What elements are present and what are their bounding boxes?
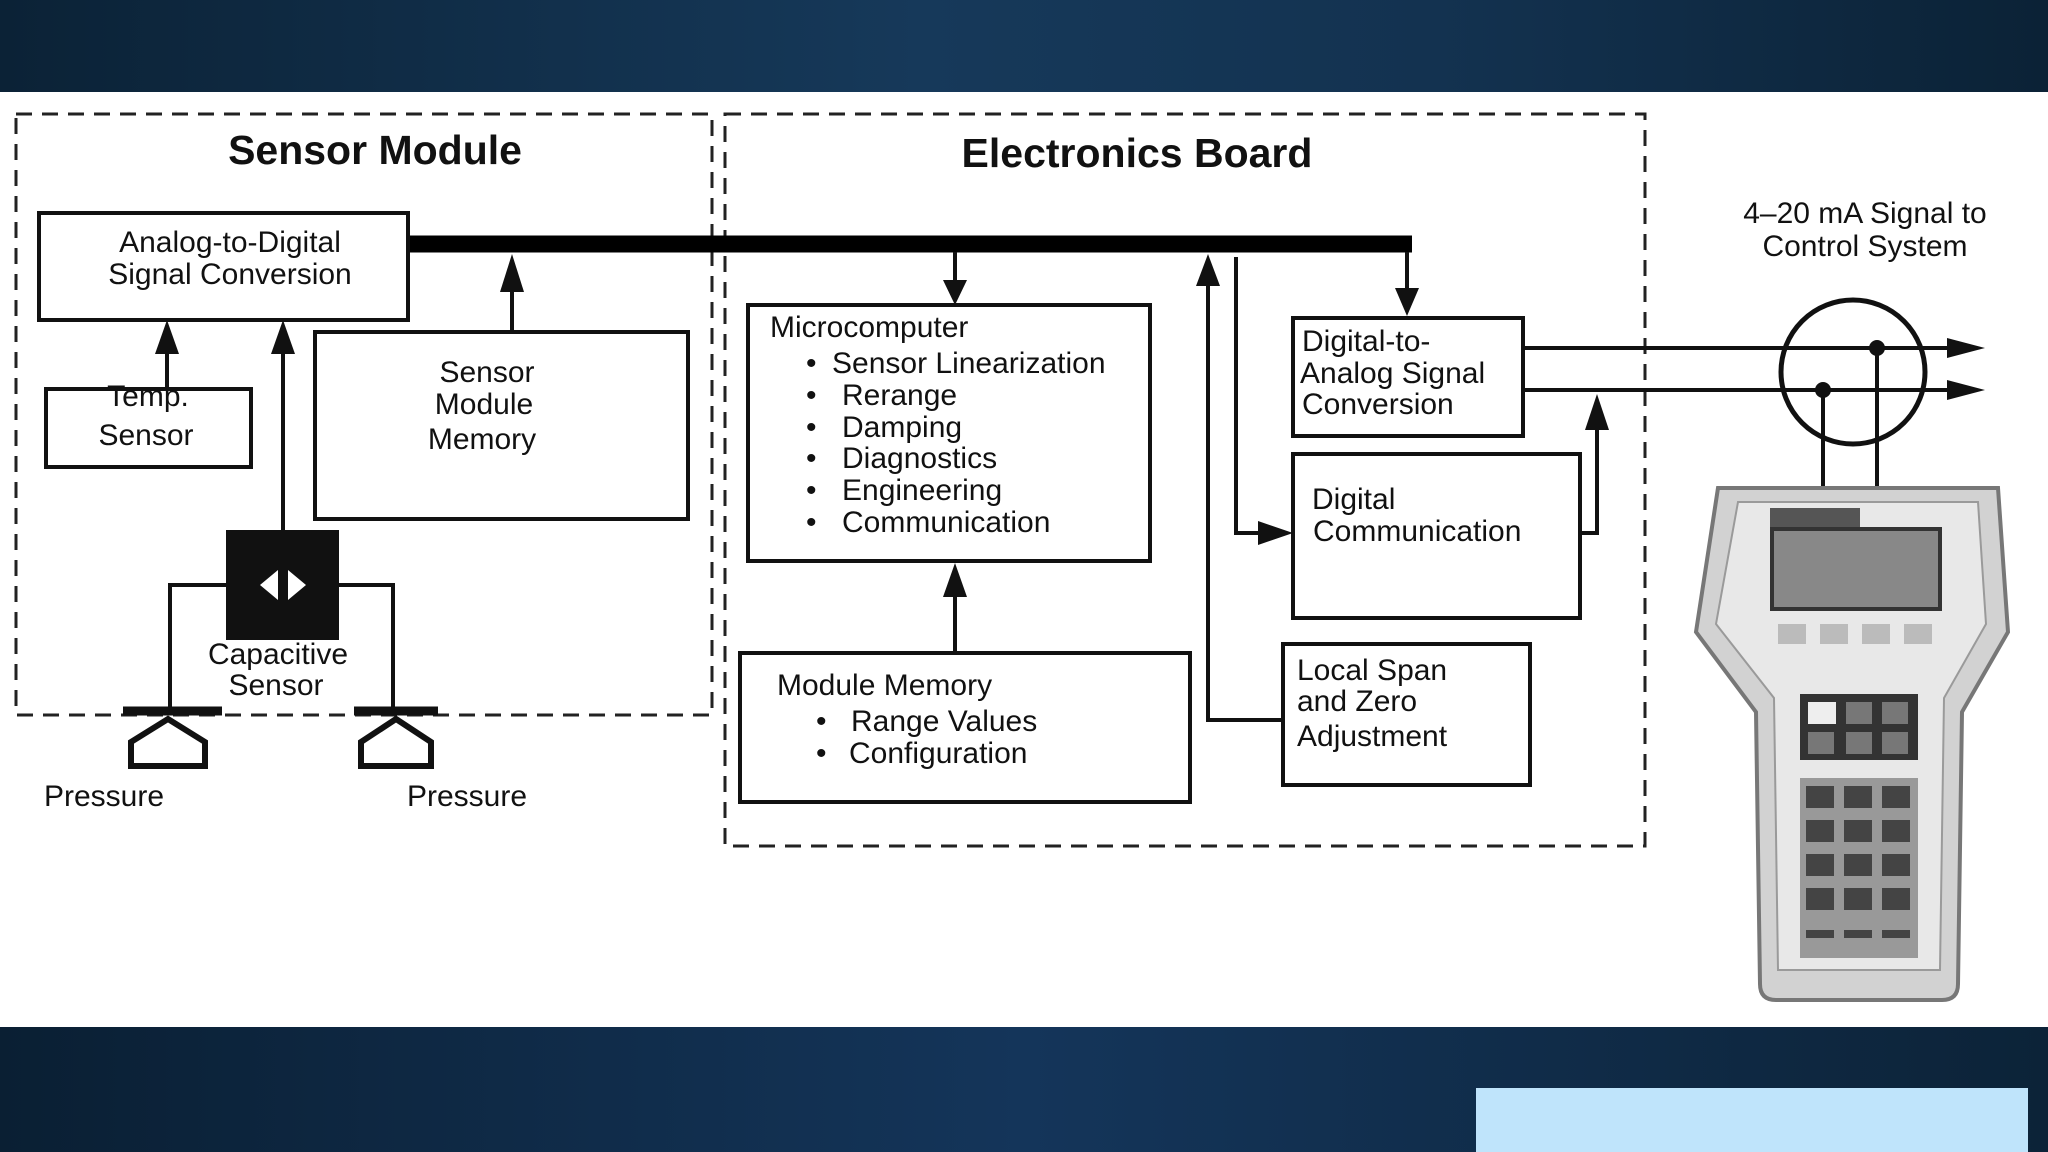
- left-diaphragm-icon: [260, 570, 278, 600]
- micro-item: Rerange: [842, 379, 957, 412]
- electronics-board-title: Electronics Board: [962, 130, 1313, 176]
- sensor-module-title: Sensor Module: [228, 127, 522, 173]
- arrow-icon: [1395, 288, 1419, 316]
- dac-label-line-1: Digital-to-: [1302, 325, 1430, 358]
- arrow-icon: [943, 280, 967, 305]
- arrow-icon: [1196, 254, 1220, 286]
- digital-comm-label-line-2: Communication: [1313, 515, 1521, 548]
- pressure-inlet-right-icon: [354, 706, 438, 769]
- dac-label-line-3: Conversion: [1302, 388, 1454, 421]
- bullet: •: [806, 347, 817, 380]
- sensor-memory-label-line-1: Sensor: [439, 356, 534, 389]
- right-diaphragm-icon: [288, 570, 306, 600]
- microcomputer-title: Microcomputer: [770, 311, 968, 344]
- loop-clamp-icon: [1778, 297, 1928, 447]
- digital-comm-label-line-1: Digital: [1312, 483, 1395, 516]
- bullet: •: [816, 737, 827, 770]
- bullet: •: [816, 705, 827, 738]
- output-label-line-2: Control System: [1762, 230, 1967, 263]
- capacitive-sensor-element: [226, 530, 339, 640]
- dac-block: Digital-to- Analog Signal Conversion: [1291, 316, 1525, 438]
- highlight-box: [1476, 1088, 2028, 1152]
- handheld-communicator-icon: [1693, 486, 2011, 1002]
- temp-sensor-block: Temp. Sensor: [44, 380, 253, 469]
- arrow-icon: [271, 320, 295, 354]
- sensor-memory-label-line-2: Module: [435, 388, 533, 421]
- output-label-line-1: 4–20 mA Signal to: [1743, 197, 1987, 230]
- temp-sensor-label-line-1: Temp.: [107, 380, 189, 413]
- arrow-icon: [500, 254, 524, 292]
- micro-item: Communication: [842, 506, 1050, 539]
- arrow-icon: [1947, 338, 1985, 358]
- module-memory-block: Module Memory • Range Values • Configura…: [738, 651, 1192, 804]
- capacitive-sensor-label-line-1: Capacitive: [208, 638, 348, 671]
- pressure-inlet-left-icon: [123, 706, 222, 769]
- temp-sensor-label-line-2: Sensor: [98, 419, 193, 452]
- top-band: [0, 0, 2048, 92]
- micro-item: Damping: [842, 411, 962, 444]
- micro-item: Sensor Linearization: [832, 347, 1106, 380]
- local-adjust-label-line-3: Adjustment: [1297, 720, 1448, 753]
- electronics-board-region: [723, 112, 1647, 848]
- arrow-icon: [1947, 380, 1985, 400]
- module-memory-title: Module Memory: [777, 669, 992, 702]
- local-span-zero-block: Local Span and Zero Adjustment: [1281, 642, 1532, 787]
- local-adjust-label-line-2: and Zero: [1297, 685, 1417, 718]
- microcomputer-block: Microcomputer • Sensor Linearization • R…: [746, 303, 1152, 563]
- sensor-module-memory-block: Sensor Module Memory: [313, 330, 690, 521]
- bullet: •: [806, 379, 817, 412]
- arrow-icon: [1585, 394, 1609, 430]
- micro-item: Diagnostics: [842, 442, 997, 475]
- bullet: •: [806, 506, 817, 539]
- micro-item: Engineering: [842, 474, 1002, 507]
- bullet: •: [806, 442, 817, 475]
- arrow-icon: [1258, 521, 1293, 545]
- local-adjust-label-line-1: Local Span: [1297, 654, 1447, 687]
- adc-block: Analog-to-Digital Signal Conversion: [37, 211, 410, 322]
- adc-label-line-2: Signal Conversion: [108, 258, 351, 291]
- memory-item: Range Values: [851, 705, 1037, 738]
- dac-label-line-2: Analog Signal: [1300, 357, 1485, 390]
- digital-communication-block: Digital Communication: [1291, 452, 1582, 620]
- capacitive-sensor-label-line-2: Sensor: [228, 669, 323, 702]
- arrow-icon: [943, 563, 967, 597]
- sensor-memory-label-line-3: Memory: [428, 423, 536, 456]
- pressure-label-right: Pressure: [407, 780, 527, 813]
- arrow-icon: [155, 320, 179, 354]
- bullet: •: [806, 411, 817, 444]
- memory-item: Configuration: [849, 737, 1027, 770]
- bullet: •: [806, 474, 817, 507]
- adc-label-line-1: Analog-to-Digital: [119, 226, 341, 259]
- pressure-label-left: Pressure: [44, 780, 164, 813]
- transmitter-block-diagram: Sensor Module Electronics Board Analog-t…: [0, 92, 2048, 1027]
